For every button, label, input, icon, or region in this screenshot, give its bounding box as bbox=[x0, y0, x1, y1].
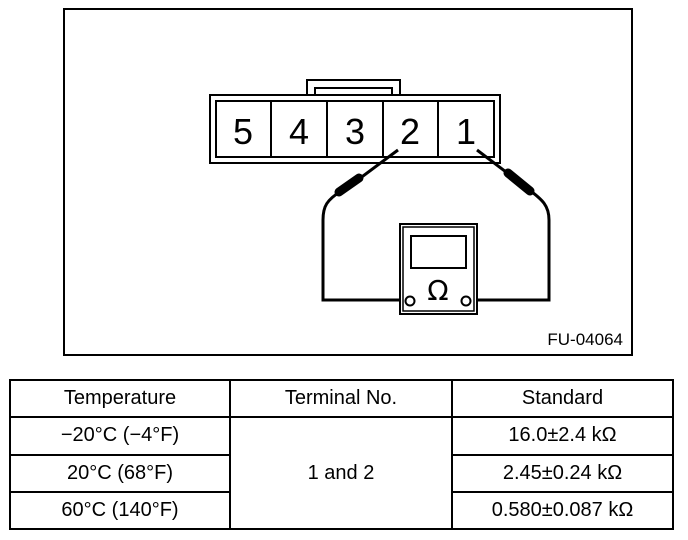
table-row: 20°C (68°F) 2.45±0.24 kΩ bbox=[9, 453, 674, 493]
terminal-label: 4 bbox=[289, 111, 309, 152]
temperature-cell: 20°C (68°F) bbox=[9, 453, 231, 493]
diagram-drawing: 5 4 3 2 1 Ω bbox=[209, 79, 551, 315]
terminal-label: 3 bbox=[345, 111, 365, 152]
header-standard: Standard bbox=[451, 378, 674, 419]
probe-right bbox=[467, 148, 551, 302]
terminal-label: 1 bbox=[456, 111, 476, 152]
connector-diagram: 5 4 3 2 1 Ω FU-04064 bbox=[63, 8, 633, 356]
table-row: −20°C (−4°F) 1 and 2 16.0±2.4 kΩ bbox=[9, 416, 674, 530]
standard-cell: 16.0±2.4 kΩ bbox=[451, 416, 674, 456]
standard-cell: 2.45±0.24 kΩ bbox=[451, 453, 674, 493]
header-terminal-no: Terminal No. bbox=[229, 378, 453, 419]
table-header-row: Temperature Terminal No. Standard bbox=[9, 378, 674, 419]
temperature-cell: 60°C (140°F) bbox=[9, 490, 231, 531]
resistance-spec-table: Temperature Terminal No. Standard −20°C … bbox=[9, 378, 674, 531]
terminal-label: 5 bbox=[233, 111, 253, 152]
standard-cell: 0.580±0.087 kΩ bbox=[451, 490, 674, 531]
terminal-cell: 1 and 2 bbox=[229, 416, 453, 530]
figure-id: FU-04064 bbox=[547, 330, 623, 349]
connector bbox=[209, 79, 501, 164]
meter-terminal-right bbox=[460, 295, 472, 307]
temperature-cell: −20°C (−4°F) bbox=[9, 416, 231, 456]
meter-terminal-left bbox=[404, 295, 416, 307]
ohmmeter bbox=[399, 223, 478, 315]
table-row: 60°C (140°F) 0.580±0.087 kΩ bbox=[9, 490, 674, 531]
probe-left bbox=[321, 148, 407, 302]
ohm-symbol: Ω bbox=[427, 274, 448, 307]
header-temperature: Temperature bbox=[9, 378, 231, 419]
terminal-label: 2 bbox=[400, 111, 420, 152]
